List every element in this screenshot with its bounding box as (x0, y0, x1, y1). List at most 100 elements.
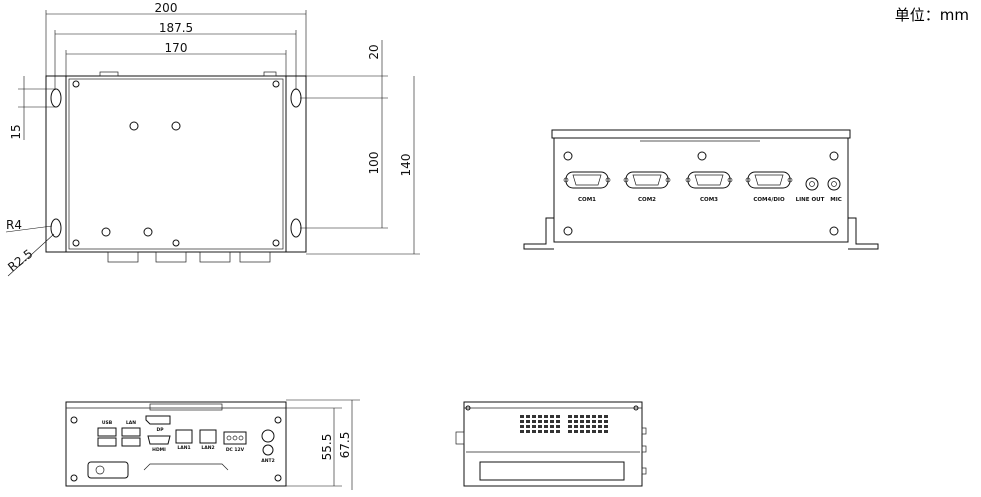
screw (72, 239, 80, 247)
vent-slot (556, 415, 560, 418)
lan2-port (199, 429, 217, 444)
com4-connector (745, 171, 793, 189)
vent-slot (526, 415, 530, 418)
label-lan2: LAN2 (201, 445, 214, 451)
vent-slot (598, 415, 602, 418)
dim-170: 170 (165, 41, 188, 55)
vent-slot (550, 430, 554, 433)
dim-67-5: 67.5 (338, 432, 352, 459)
rear-view: COM1 COM2 COM3 COM4/DIO LINE OUT MIC (523, 129, 879, 250)
screw (72, 80, 80, 88)
vent-slot (520, 415, 524, 418)
connector-outline (155, 251, 187, 263)
vent-slot (556, 430, 560, 433)
vent-slot (544, 415, 548, 418)
vent-slot (574, 420, 578, 423)
screw (274, 416, 282, 424)
screw (101, 227, 111, 237)
dim-r4: R4 (6, 218, 22, 232)
vent-slot (586, 415, 590, 418)
vent-slot (526, 420, 530, 423)
label-hdmi: HDMI (152, 447, 166, 453)
dim-100: 100 (367, 152, 381, 175)
dim-20: 20 (367, 44, 381, 59)
power-button-panel (87, 461, 129, 479)
vent-slot (538, 425, 542, 428)
screw (829, 151, 839, 161)
vent-slot (520, 430, 524, 433)
screw (829, 226, 839, 236)
top-view-inner-outline (68, 78, 284, 250)
screw (171, 121, 181, 131)
vent-slot (556, 420, 560, 423)
vent-slot (520, 420, 524, 423)
screw (129, 121, 139, 131)
port-label-com4: COM4/DIO (753, 197, 785, 203)
vent-slot (568, 415, 572, 418)
dim-r2-5: R2.5 (5, 246, 35, 274)
dp-port (145, 415, 171, 425)
vent-slot (538, 415, 542, 418)
usb-port (97, 427, 117, 437)
vent-slot (532, 425, 536, 428)
mic-jack (827, 177, 841, 191)
rear-body (553, 137, 849, 243)
slot-top-right (290, 88, 302, 108)
dc-jack (223, 431, 247, 445)
vent-slot (592, 420, 596, 423)
label-dp: DP (156, 427, 164, 433)
left-flange (45, 75, 67, 253)
vent-slot (592, 430, 596, 433)
slot-bottom-right (290, 218, 302, 238)
vent-slot (532, 420, 536, 423)
right-flange (285, 75, 307, 253)
vent-slot (604, 430, 608, 433)
vent-slot (568, 430, 572, 433)
vent-slot (574, 415, 578, 418)
vent-slot (604, 420, 608, 423)
slot-top-left (50, 88, 62, 108)
vent-slot (592, 415, 596, 418)
vent-slot (568, 425, 572, 428)
antenna-port (262, 444, 274, 456)
vent-slot (550, 425, 554, 428)
vent-slot (586, 430, 590, 433)
side-view (455, 401, 647, 487)
vent-slot (526, 430, 530, 433)
vent-slot (604, 415, 608, 418)
rear-lid (551, 129, 851, 139)
vent-slot (544, 430, 548, 433)
slot-bottom-left (50, 218, 62, 238)
screw (272, 80, 280, 88)
vent-slot (520, 425, 524, 428)
hdmi-port (147, 435, 171, 445)
com1-connector (563, 171, 611, 189)
usb-port (121, 437, 141, 447)
screw (172, 239, 180, 247)
vent-slot (574, 430, 578, 433)
vent-slot (598, 420, 602, 423)
dim-140: 140 (399, 154, 413, 177)
port-label-com3: COM3 (700, 197, 718, 203)
label-lan: LAN (126, 420, 136, 426)
port-label-com2: COM2 (638, 197, 656, 203)
screw (697, 151, 707, 161)
vent-slot (580, 425, 584, 428)
screw (143, 227, 153, 237)
port-label-mic: MIC (830, 197, 842, 203)
vent-slot (604, 425, 608, 428)
vent-slot (550, 420, 554, 423)
vent-slot (574, 425, 578, 428)
side-recess (479, 461, 625, 481)
top-tab (263, 71, 277, 77)
com3-connector (685, 171, 733, 189)
side-connector (455, 431, 465, 445)
top-view-body (65, 75, 287, 253)
vent-slot (544, 420, 548, 423)
vent-slot (580, 420, 584, 423)
vent-slot (598, 430, 602, 433)
vent-slot (550, 415, 554, 418)
screw (274, 474, 282, 482)
port-label-com1: COM1 (578, 197, 596, 203)
